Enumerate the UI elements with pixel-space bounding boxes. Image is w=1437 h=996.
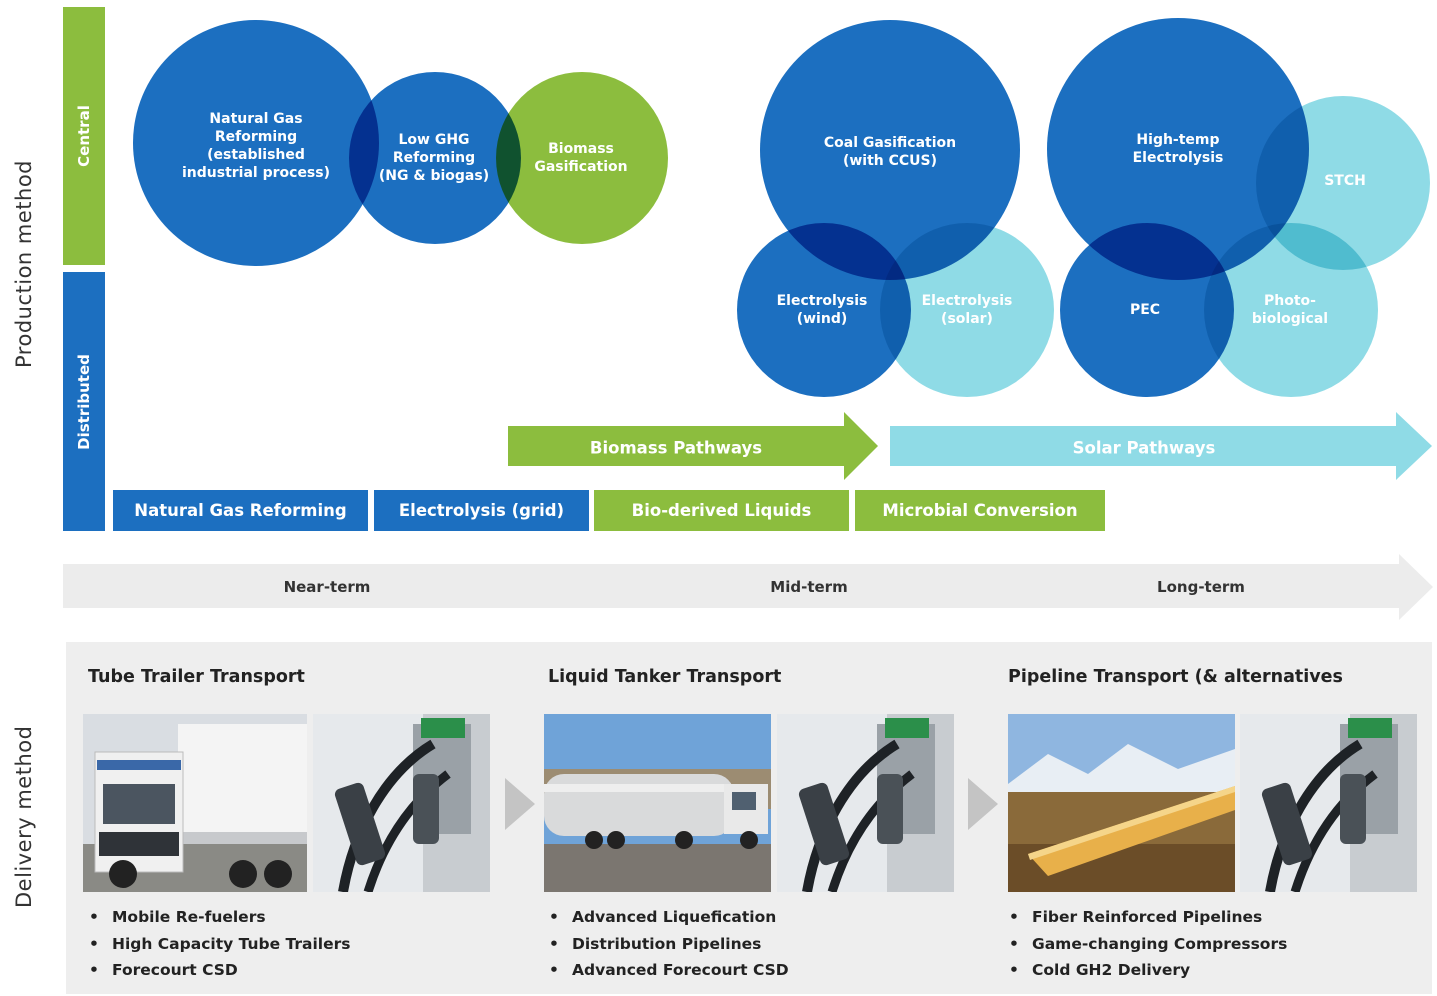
distributed-label: Distributed	[75, 353, 93, 450]
label-electrolysis-wind: Electrolysis (wind)	[776, 293, 868, 327]
label-photo-biological: Photo- biological	[1251, 293, 1329, 327]
circle-electrolysis-solar	[880, 223, 1054, 397]
panel-title-tube-trailer: Tube Trailer Transport	[88, 667, 305, 687]
box-microbial-conversion: Microbial Conversion	[855, 490, 1105, 531]
circle-photo-biological	[1204, 223, 1378, 397]
circle-low-ghg-reforming	[349, 72, 521, 244]
circle-natural-gas-reforming	[133, 20, 379, 266]
list-item: Fiber Reinforced Pipelines	[1009, 904, 1287, 931]
central-band: Central	[63, 7, 105, 265]
delivery-method-label: Delivery method	[12, 725, 36, 908]
label-low-ghg-reforming: Low GHG Reforming (NG & biogas)	[378, 132, 490, 184]
list-item: Advanced Liquefication	[549, 904, 789, 931]
biomass-pathways-label: Biomass Pathways	[589, 438, 763, 458]
label-high-temp-electrolysis: High-temp Electrolysis	[1132, 132, 1224, 166]
panel-title-liquid-tanker: Liquid Tanker Transport	[548, 667, 782, 687]
circle-biomass-gasification	[496, 72, 668, 244]
tanker-photo	[544, 714, 771, 892]
pipeline-photo	[1008, 714, 1235, 892]
list-item: Cold GH2 Delivery	[1009, 957, 1287, 984]
production-method-label: Production method	[12, 160, 36, 368]
list-item: High Capacity Tube Trailers	[89, 931, 351, 958]
nozzle-photo-1	[313, 714, 490, 892]
label-coal-gasification: Coal Gasification (with CCUS)	[823, 135, 957, 169]
chevron-right-icon	[968, 778, 998, 830]
nozzle-photo-3	[1240, 714, 1417, 892]
solar-pathways-arrow	[890, 412, 1432, 480]
label-stch: STCH	[1324, 173, 1366, 189]
label-biomass-gasification: Biomass Gasification	[534, 141, 628, 175]
truck-photo	[83, 714, 307, 892]
box-natural-gas-reforming: Natural Gas Reforming	[113, 490, 368, 531]
biomass-pathways-arrow	[508, 412, 878, 480]
panel-title-pipeline: Pipeline Transport (& alternatives	[1008, 667, 1343, 687]
panel-2-bullets: Advanced Liquefication Distribution Pipe…	[549, 904, 789, 984]
label-natural-gas-reforming: Natural Gas Reforming (established indus…	[181, 111, 331, 181]
list-item: Distribution Pipelines	[549, 931, 789, 958]
box-bio-derived-liquids: Bio-derived Liquids	[594, 490, 849, 531]
distributed-band: Distributed	[63, 272, 105, 531]
list-item: Game-changing Compressors	[1009, 931, 1287, 958]
long-term-label: Long-term	[1157, 578, 1245, 596]
chevron-right-icon	[505, 778, 535, 830]
nozzle-photo-2	[777, 714, 954, 892]
central-label: Central	[75, 105, 93, 167]
timeline-arrow	[63, 554, 1433, 620]
box-electrolysis-grid: Electrolysis (grid)	[374, 490, 589, 531]
label-pec: PEC	[1129, 302, 1161, 318]
solar-pathways-label: Solar Pathways	[1072, 438, 1216, 458]
mid-term-label: Mid-term	[770, 578, 848, 596]
near-term-label: Near-term	[283, 578, 371, 596]
list-item: Advanced Forecourt CSD	[549, 957, 789, 984]
list-item: Forecourt CSD	[89, 957, 351, 984]
panel-1-bullets: Mobile Re-fuelers High Capacity Tube Tra…	[89, 904, 351, 984]
panel-3-bullets: Fiber Reinforced Pipelines Game-changing…	[1009, 904, 1287, 984]
list-item: Mobile Re-fuelers	[89, 904, 351, 931]
label-electrolysis-solar: Electrolysis (solar)	[921, 293, 1013, 327]
